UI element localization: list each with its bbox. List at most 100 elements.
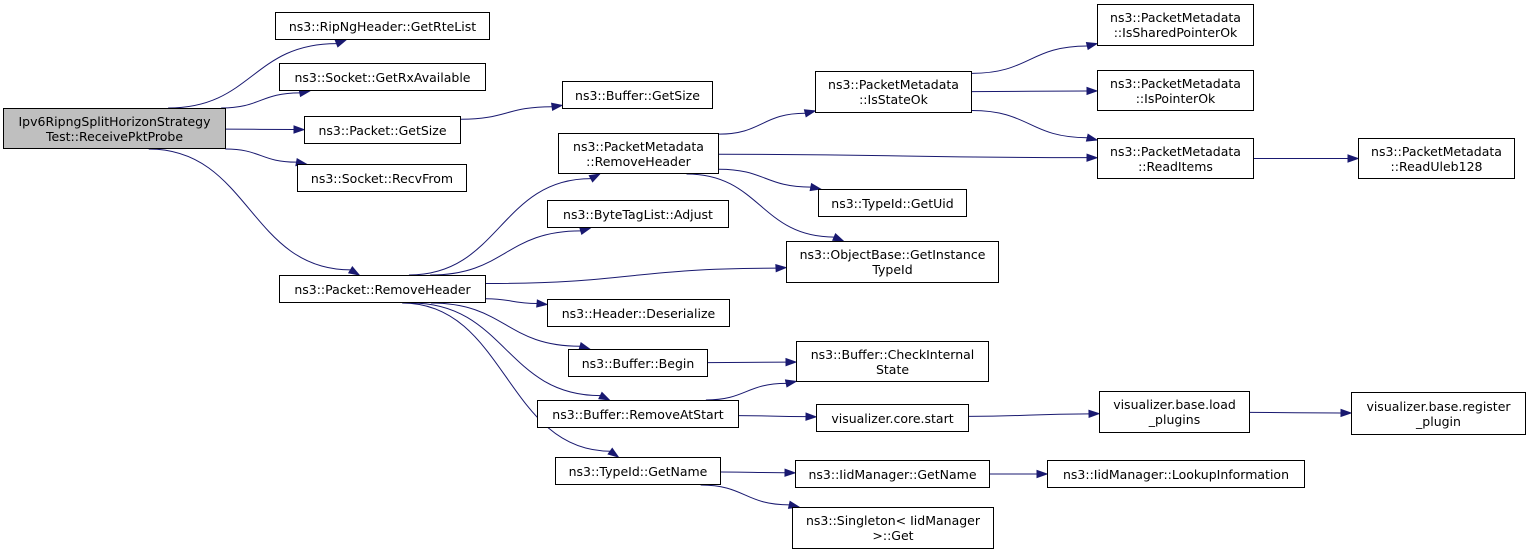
- node-label: ns3::ByteTagList::Adjust: [563, 206, 713, 222]
- call-edge: [971, 90, 1088, 93]
- node-visualizer-base-register-plugin[interactable]: visualizer.base.register_plugin: [1351, 392, 1526, 435]
- node-label: ns3::Header::Deserialize: [561, 305, 716, 321]
- node-label: ns3::Buffer::RemoveAtStart: [552, 406, 724, 422]
- arrowhead: [347, 265, 361, 276]
- call-edge: [718, 112, 806, 135]
- node-packetmetadata-isstateok[interactable]: ns3::PacketMetadata::IsStateOk: [815, 71, 972, 113]
- arrowhead: [334, 39, 348, 48]
- node-packetmetadata-issharedpointerok[interactable]: ns3::PacketMetadata::IsSharedPointerOk: [1097, 4, 1254, 46]
- node-label: ns3::PacketMetadata: [1110, 10, 1241, 25]
- arrowhead: [809, 182, 823, 192]
- call-edge: [971, 110, 1088, 139]
- node-label: ns3::Singleton< IidManager: [805, 513, 981, 528]
- node-iidmanager-getname[interactable]: ns3::IidManager::GetName: [795, 460, 990, 488]
- node-socket-recvfrom[interactable]: ns3::Socket::RecvFrom: [297, 164, 467, 192]
- node-packet-getsize[interactable]: ns3::Packet::GetSize: [304, 116, 461, 144]
- node-label: Test::ReceivePktProbe: [45, 128, 184, 144]
- call-edge: [168, 43, 337, 109]
- call-edge: [485, 298, 538, 304]
- arrowhead: [1085, 41, 1099, 51]
- arrowhead: [607, 447, 620, 458]
- node-label: ns3::PacketMetadata: [573, 138, 704, 154]
- call-edge: [720, 471, 786, 474]
- node-label: ns3::IidManager::GetName: [808, 466, 977, 482]
- node-label: _plugin: [1416, 413, 1461, 429]
- node-label: ns3::Packet::RemoveHeader: [294, 281, 471, 297]
- call-edge: [221, 92, 300, 109]
- node-label: ns3::PacketMetadata: [828, 77, 959, 92]
- arrowhead: [803, 109, 817, 118]
- node-label: ns3::ObjectBase::GetInstance: [799, 247, 986, 262]
- call-edge: [718, 153, 1088, 159]
- node-visualizer-base-load-plugins[interactable]: visualizer.base.load_plugins: [1099, 391, 1250, 433]
- node-typeid-getuid[interactable]: ns3::TypeId::GetUid: [818, 189, 967, 217]
- node-header-deserialize[interactable]: ns3::Header::Deserialize: [547, 299, 730, 327]
- node-label: TypeId: [872, 262, 913, 277]
- node-label: ns3::Socket::RecvFrom: [310, 170, 454, 186]
- call-edge: [968, 413, 1090, 417]
- node-label: ::ReadUleb128: [1390, 158, 1483, 174]
- node-socket-getrxavailable[interactable]: ns3::Socket::GetRxAvailable: [279, 63, 486, 91]
- call-edge: [408, 178, 591, 276]
- arrowhead: [1086, 86, 1099, 96]
- node-buffer-getsize[interactable]: ns3::Buffer::GetSize: [562, 81, 713, 109]
- node-label: State: [875, 361, 910, 377]
- node-label: visualizer.core.start: [831, 410, 954, 426]
- call-edge: [718, 168, 811, 188]
- arrowhead: [1036, 469, 1049, 479]
- node-label: ns3::TypeId::GetName: [568, 463, 708, 479]
- arrowhead: [551, 102, 564, 111]
- call-edge: [1249, 411, 1342, 414]
- node-label: ns3::PacketMetadata: [1371, 143, 1502, 159]
- node-bytetaglist-adjust[interactable]: ns3::ByteTagList::Adjust: [547, 200, 729, 228]
- arrowhead: [775, 263, 788, 273]
- node-iidmanager-lookupinformation[interactable]: ns3::IidManager::LookupInformation: [1047, 460, 1305, 488]
- node-visualizer-core-start[interactable]: visualizer.core.start: [816, 404, 969, 432]
- call-edge: [411, 302, 601, 397]
- node-label: _plugins: [1148, 412, 1201, 427]
- node-packetmetadata-ispointerok[interactable]: ns3::PacketMetadata::IsPointerOk: [1097, 70, 1254, 111]
- call-edge: [700, 484, 790, 506]
- call-edge: [148, 148, 351, 271]
- call-edge: [430, 230, 581, 276]
- node-label: Ipv6RipngSplitHorizonStrategy: [18, 113, 211, 129]
- node-buffer-removeatstart[interactable]: ns3::Buffer::RemoveAtStart: [537, 400, 739, 428]
- node-label: ::IsStateOk: [859, 92, 928, 107]
- node-packetmetadata-readuleb128[interactable]: ns3::PacketMetadata::ReadUleb128: [1358, 138, 1515, 179]
- node-packet-removeheader[interactable]: ns3::Packet::RemoveHeader: [279, 275, 486, 303]
- node-singleton-iidmanager-get[interactable]: ns3::Singleton< IidManager>::Get: [792, 507, 994, 549]
- call-edge: [430, 302, 581, 347]
- arrowhead: [1347, 154, 1360, 163]
- arrowhead: [579, 226, 592, 235]
- call-edge: [485, 267, 777, 285]
- node-packetmetadata-removeheader[interactable]: ns3::PacketMetadata::RemoveHeader: [558, 133, 719, 174]
- call-edge: [705, 382, 787, 401]
- arrowhead: [832, 233, 845, 242]
- node-label: ::ReadItems: [1138, 158, 1213, 174]
- node-label: >::Get: [872, 528, 914, 543]
- node-packetmetadata-readitems[interactable]: ns3::PacketMetadata::ReadItems: [1097, 138, 1254, 179]
- arrowhead: [588, 173, 602, 183]
- node-label: ns3::Buffer::CheckInternal: [810, 346, 975, 362]
- arrowhead: [1085, 133, 1099, 142]
- node-label: ns3::PacketMetadata: [1110, 143, 1241, 159]
- node-label: ns3::IidManager::LookupInformation: [1062, 466, 1289, 482]
- node-label: ns3::Packet::GetSize: [318, 122, 447, 138]
- node-label: ns3::PacketMetadata: [1110, 75, 1241, 91]
- node-typeid-getname[interactable]: ns3::TypeId::GetName: [555, 457, 721, 485]
- arrowhead: [598, 391, 611, 401]
- node-buffer-begin[interactable]: ns3::Buffer::Begin: [568, 349, 708, 377]
- node-ripngheader-getrtelist[interactable]: ns3::RipNgHeader::GetRteList: [275, 12, 490, 40]
- node-label: visualizer.base.load: [1113, 397, 1236, 412]
- node-label: ::RemoveHeader: [586, 153, 691, 169]
- node-label: ns3::RipNgHeader::GetRteList: [288, 18, 477, 34]
- arrowhead: [784, 468, 797, 477]
- call-edge: [402, 302, 611, 452]
- arrowhead: [785, 357, 798, 367]
- arrowhead: [1088, 409, 1101, 419]
